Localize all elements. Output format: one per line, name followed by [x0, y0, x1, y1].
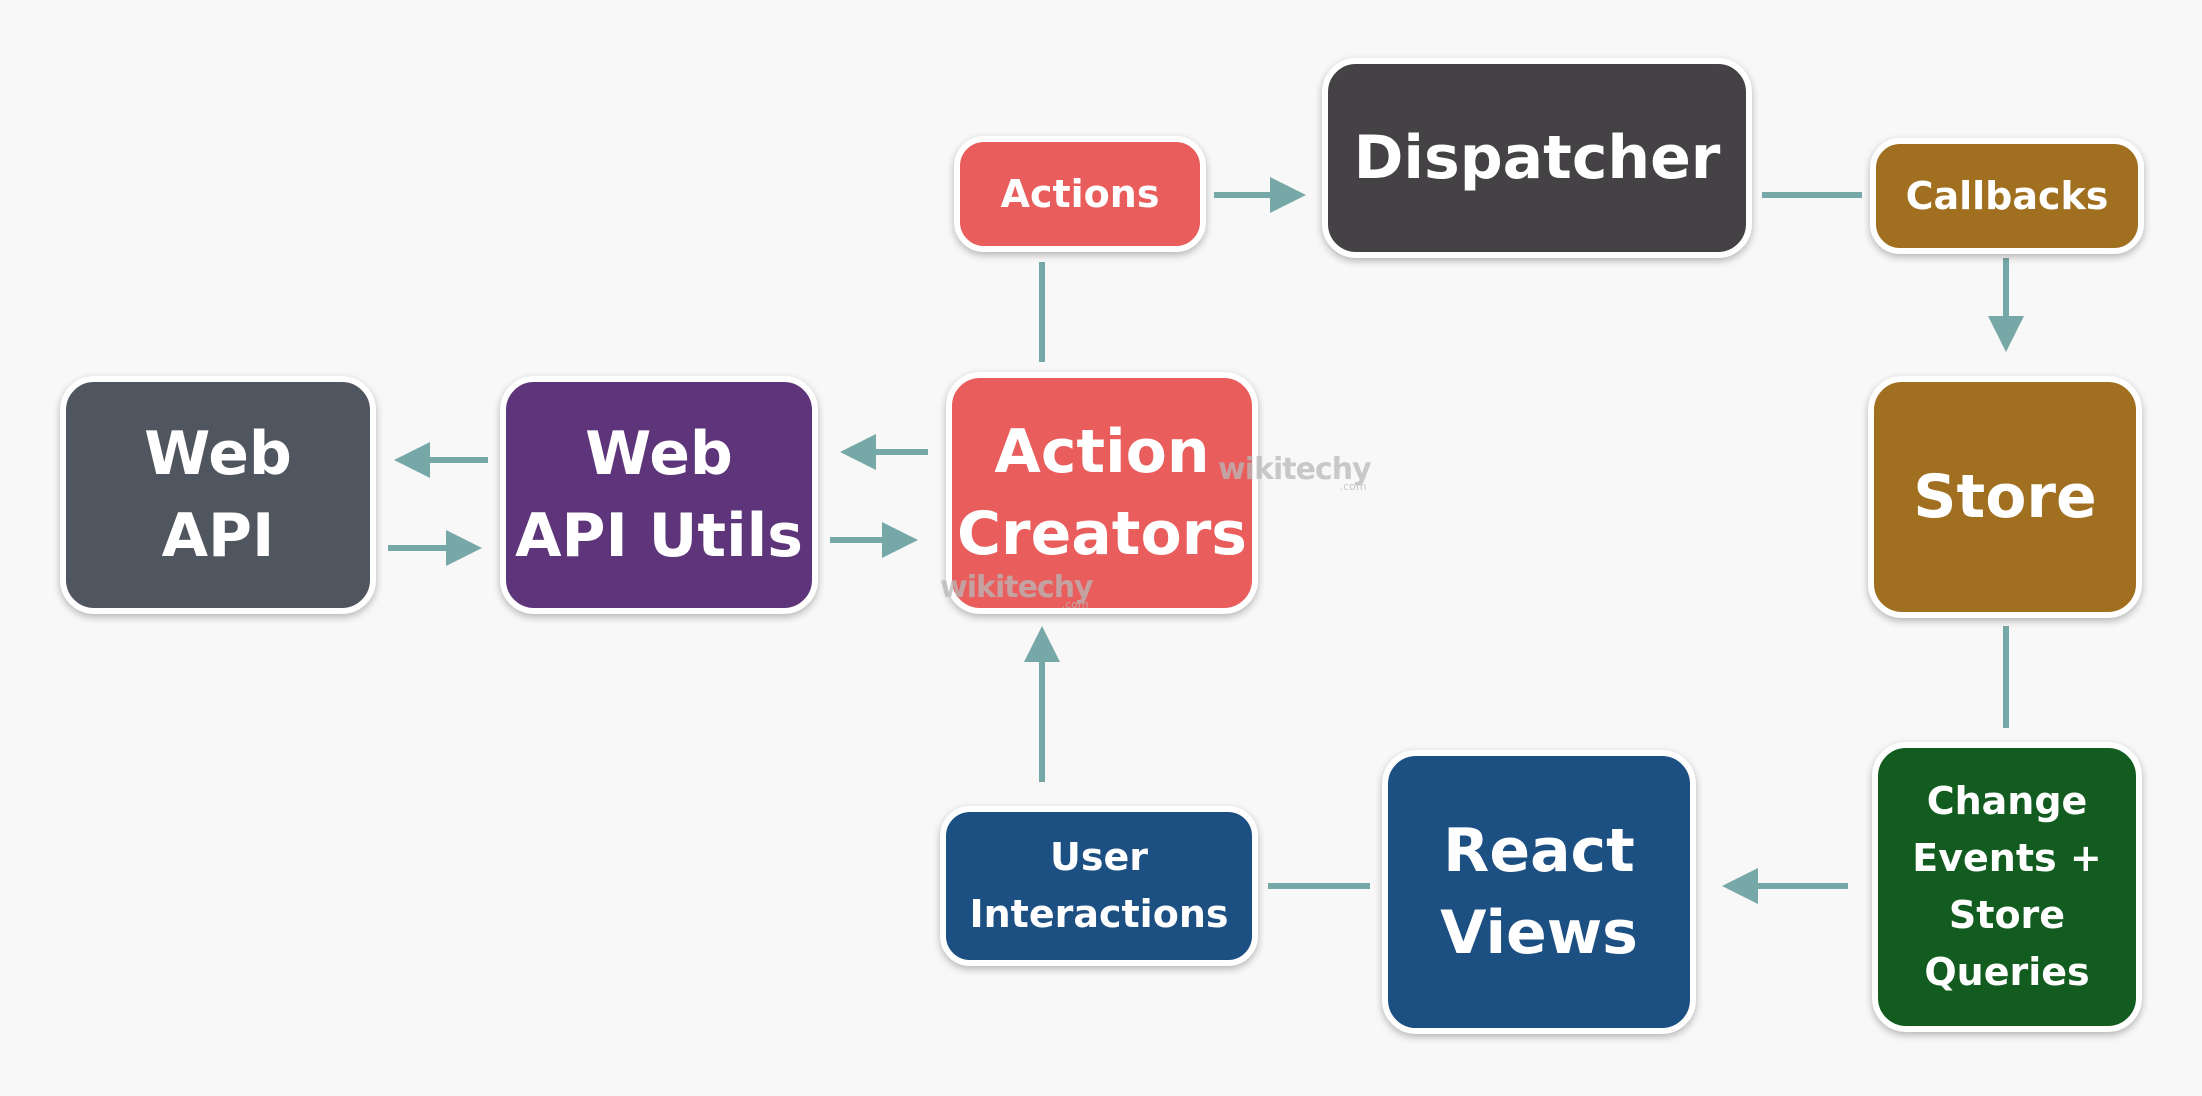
change-events-node: Change Events + Store Queries [1872, 742, 2142, 1032]
user-interactions-label: User Interactions [969, 835, 1229, 936]
action-creators-label: Action Creators [956, 417, 1247, 569]
watermark-suffix-1: .com [1339, 480, 1367, 493]
change-events-label: Change Events + Store Queries [1912, 779, 2102, 994]
action-creators-node: Action Creators [946, 372, 1258, 614]
web-api-utils-node: Web API Utils [500, 376, 818, 614]
actions-node: Actions [954, 136, 1206, 252]
store-node: Store [1868, 376, 2142, 618]
web-api-node: Web API [60, 376, 376, 614]
web-api-utils-label: Web API Utils [515, 419, 803, 571]
actions-label: Actions [1000, 172, 1160, 216]
watermark-logo-2: wikitechy .com [940, 570, 1094, 611]
user-interactions-node: User Interactions [940, 806, 1258, 966]
store-label: Store [1913, 462, 2097, 532]
react-views-label: React Views [1440, 816, 1638, 968]
callbacks-label: Callbacks [1905, 174, 2109, 218]
watermark-suffix-2: .com [1061, 598, 1089, 611]
watermark-logo-1: wikitechy .com [1218, 452, 1372, 493]
dispatcher-label: Dispatcher [1353, 123, 1721, 193]
web-api-label: Web API [144, 419, 292, 571]
callbacks-node: Callbacks [1870, 138, 2144, 254]
watermark-text-1: wikitechy [1218, 452, 1372, 487]
dispatcher-node: Dispatcher [1322, 58, 1752, 258]
react-views-node: React Views [1382, 750, 1696, 1034]
watermark-text-2: wikitechy [940, 570, 1094, 605]
